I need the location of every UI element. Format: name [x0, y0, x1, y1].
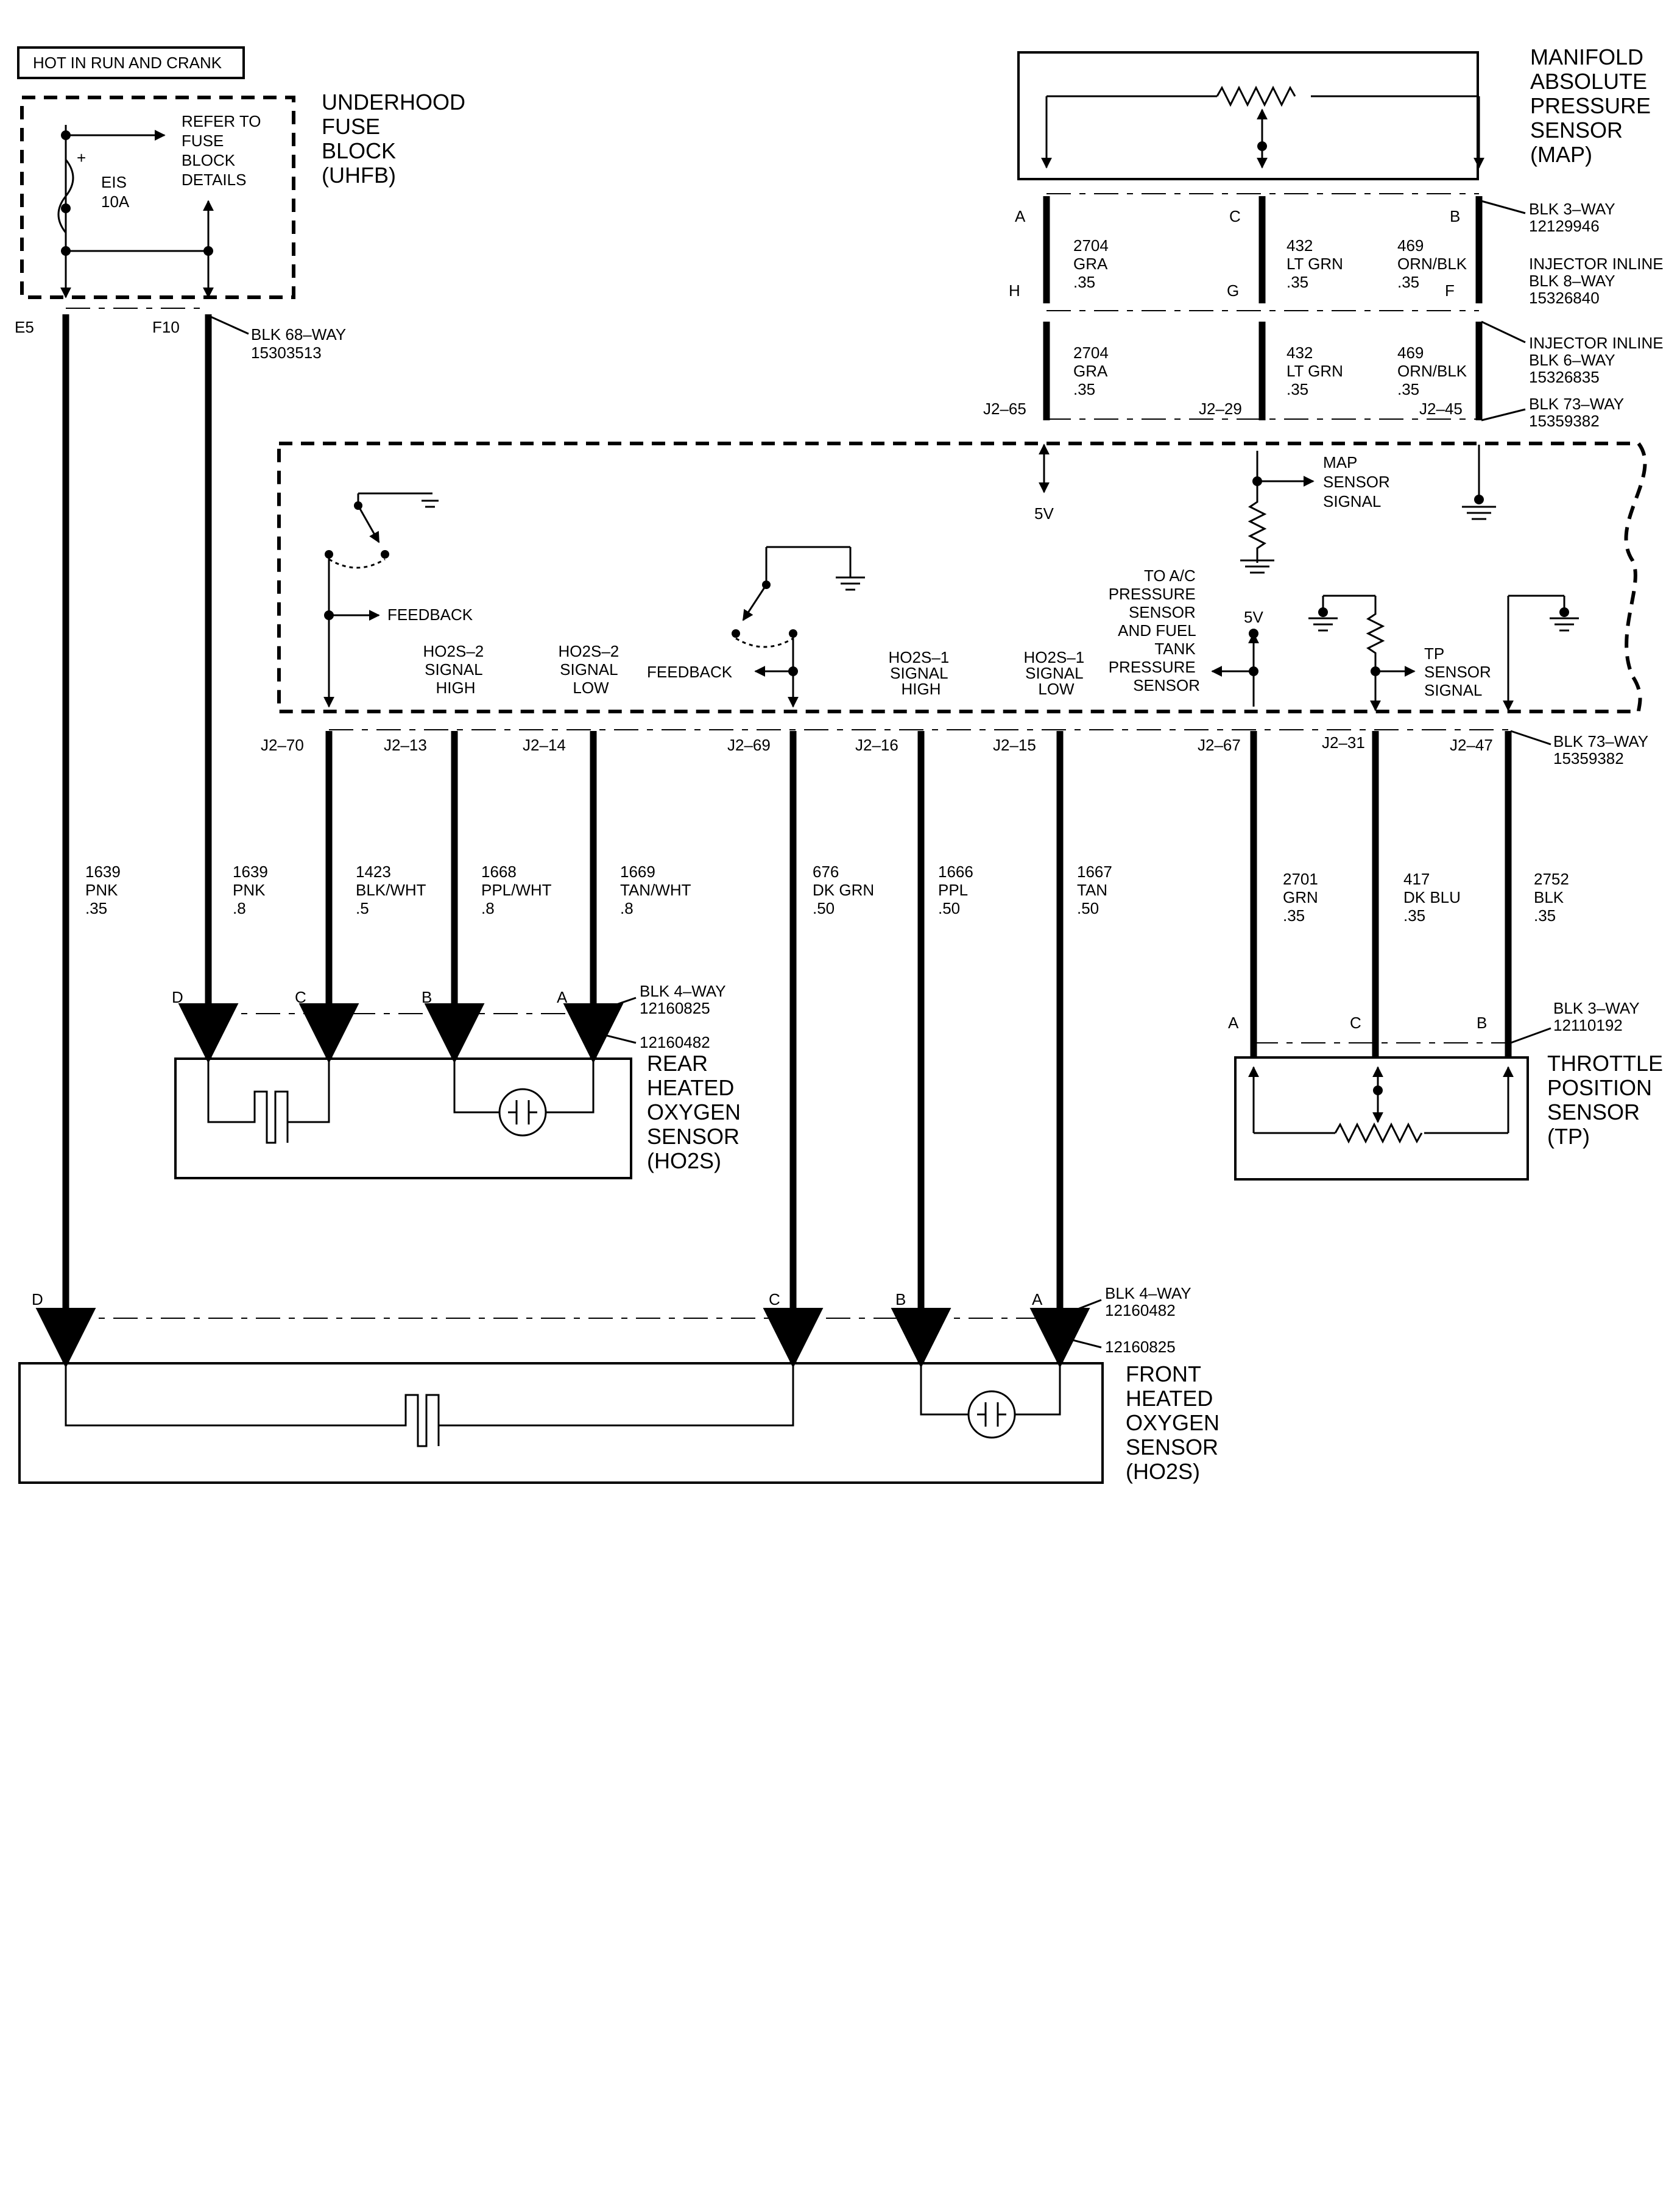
map-pin-h: H: [1009, 281, 1020, 300]
svg-text:+: +: [77, 149, 86, 167]
map-wire-469-upper: 469 ORN/BLK .35: [1397, 236, 1471, 291]
pcm-feedback-b: FEEDBACK: [647, 663, 733, 681]
main-wires: [62, 314, 1512, 1311]
map-pin-j2-45: J2–45: [1419, 400, 1463, 418]
front-ho2s-pin-b: B: [895, 1290, 906, 1308]
map-wires: [1043, 196, 1483, 420]
pcm-ac-pressure-label: TO A/C PRESSURE SENSOR AND FUEL TANK PRE…: [1109, 567, 1200, 694]
uhfb-connector-label: BLK 68–WAY 15303513: [251, 325, 350, 362]
pcm-pin-j2-47: J2–47: [1450, 736, 1493, 754]
pcm-feedback-a: FEEDBACK: [387, 605, 473, 624]
pcm-pin-j2-31: J2–31: [1322, 733, 1365, 752]
rear-ho2s-pin-d: D: [172, 988, 183, 1006]
map-pin-f: F: [1445, 281, 1455, 300]
fuse-name: EIS: [101, 173, 127, 191]
pcm-pin-j2-16: J2–16: [855, 736, 898, 754]
pcm-internal-circuit: [323, 443, 1579, 711]
front-ho2s-connector1: BLK 4–WAY 12160482: [1105, 1284, 1195, 1319]
map-sensor-title: MANIFOLD ABSOLUTE PRESSURE SENSOR (MAP): [1530, 44, 1657, 167]
pcm-tp-signal: TP SENSOR SIGNAL: [1424, 644, 1495, 699]
rear-ho2s-body: [174, 1003, 632, 1179]
terminal-f10: F10: [152, 318, 180, 336]
map-pin-a: A: [1015, 207, 1026, 225]
rear-ho2s-pin-b: B: [422, 988, 432, 1006]
uhfb-title: UNDERHOOD FUSE BLOCK (UHFB): [322, 90, 471, 188]
map-pin-j2-29: J2–29: [1199, 400, 1242, 418]
map-pin-b: B: [1450, 207, 1460, 225]
map-wire-2704-upper: 2704 GRA .35: [1073, 236, 1113, 291]
underhood-fuse-block: +: [20, 96, 295, 299]
pcm-5v-b: 5V: [1244, 608, 1263, 626]
map-wire-432-upper: 432 LT GRN .35: [1286, 236, 1347, 291]
map-pin-g: G: [1227, 281, 1239, 300]
hot-in-run-and-crank-label: HOT IN RUN AND CRANK: [33, 54, 222, 72]
pcm-pin-j2-14: J2–14: [523, 736, 566, 754]
wire-676-dk-grn: 676 DK GRN .50: [813, 863, 878, 917]
tp-sensor-body: [1234, 1038, 1529, 1181]
map-connector3-label: INJECTOR INLINE BLK 6–WAY 15326835: [1529, 334, 1668, 386]
front-ho2s-connector2: 12160825: [1105, 1338, 1176, 1356]
wire-2752-blk: 2752 BLK .35: [1534, 870, 1573, 925]
rear-ho2s-pin-a: A: [557, 988, 568, 1006]
tp-pin-c: C: [1350, 1014, 1361, 1032]
pcm-pin-j2-13: J2–13: [384, 736, 427, 754]
tp-pin-a: A: [1228, 1014, 1239, 1032]
pcm-ho2s2-low: HO2S–2 SIGNAL LOW: [559, 642, 624, 697]
map-pin-j2-65: J2–65: [983, 400, 1026, 418]
wire-1667-tan: 1667 TAN .50: [1077, 863, 1117, 917]
map-wire-2704-lower: 2704 GRA .35: [1073, 344, 1113, 398]
wire-1639-pnk-8: 1639 PNK .8: [233, 863, 272, 917]
wire-1666-ppl: 1666 PPL .50: [938, 863, 978, 917]
pcm-ho2s1-high: HO2S–1 SIGNAL HIGH: [889, 648, 954, 698]
pcm-ho2s1-low: HO2S–1 SIGNAL LOW: [1024, 648, 1089, 698]
wire-1423-blk-wht: 1423 BLK/WHT .5: [356, 863, 430, 917]
map-connector1-label: BLK 3–WAY 12129946: [1529, 200, 1619, 235]
pcm-pin-j2-69: J2–69: [727, 736, 771, 754]
tp-pin-b: B: [1477, 1014, 1487, 1032]
fuse-rating: 10A: [101, 192, 130, 211]
map-sensor-body: [1017, 51, 1484, 180]
pcm-5v-a: 5V: [1034, 504, 1054, 523]
tp-connector: BLK 3–WAY 12110192: [1553, 999, 1643, 1034]
pcm-connector-label: BLK 73–WAY 15359382: [1553, 732, 1653, 768]
map-wire-469-lower: 469 ORN/BLK .35: [1397, 344, 1471, 398]
wire-1668-ppl-wht: 1668 PPL/WHT .8: [481, 863, 556, 917]
wire-1639-pnk-35: 1639 PNK .35: [85, 863, 125, 917]
terminal-e5: E5: [15, 318, 34, 336]
front-ho2s-pin-a: A: [1032, 1290, 1043, 1308]
pcm-pin-j2-15: J2–15: [993, 736, 1036, 754]
map-wire-432-lower: 432 LT GRN .35: [1286, 344, 1347, 398]
wire-1669-tan-wht: 1669 TAN/WHT .8: [620, 863, 695, 917]
wire-2701-grn: 2701 GRN .35: [1283, 870, 1322, 925]
front-ho2s-title: FRONT HEATED OXYGEN SENSOR (HO2S): [1126, 1361, 1226, 1484]
front-ho2s-pin-c: C: [769, 1290, 780, 1308]
rear-ho2s-title: REAR HEATED OXYGEN SENSOR (HO2S): [647, 1051, 747, 1173]
map-connector4-label: BLK 73–WAY 15359382: [1529, 395, 1628, 430]
map-connector2-label: INJECTOR INLINE BLK 8–WAY 15326840: [1529, 255, 1668, 307]
pcm-ho2s2-high: HO2S–2 SIGNAL HIGH: [423, 642, 489, 697]
rear-ho2s-connector2: 12160482: [640, 1033, 710, 1051]
rear-ho2s-pin-c: C: [295, 988, 306, 1006]
pcm-pin-j2-70: J2–70: [261, 736, 304, 754]
wire-417-dk-blu: 417 DK BLU .35: [1403, 870, 1465, 925]
pcm-map-signal: MAP SENSOR SIGNAL: [1323, 453, 1394, 510]
refer-to-fuse-block-label: REFER TO FUSE BLOCK DETAILS: [182, 112, 266, 189]
map-pin-c: C: [1229, 207, 1241, 225]
rear-ho2s-connector1: BLK 4–WAY 12160825: [640, 982, 730, 1017]
front-ho2s-body: [18, 1307, 1104, 1484]
pcm-pin-j2-67: J2–67: [1198, 736, 1241, 754]
front-ho2s-pin-d: D: [32, 1290, 43, 1308]
hot-in-run-and-crank-box: [17, 46, 245, 79]
tp-sensor-title: THROTTLE POSITION SENSOR (TP): [1547, 1051, 1669, 1149]
